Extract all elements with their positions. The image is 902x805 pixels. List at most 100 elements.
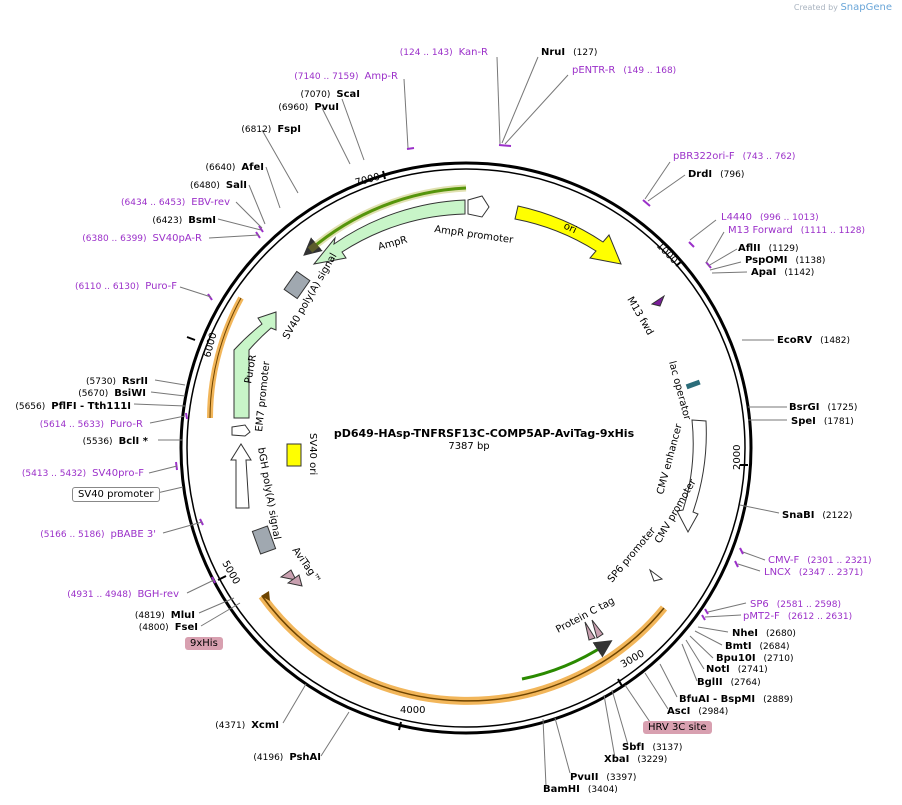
map-label-scai: ScaI(7070) — [300, 89, 360, 100]
map-label-position: (2984) — [698, 707, 728, 717]
label-ampr-promoter: AmpR promoter — [434, 224, 515, 246]
map-label-position: (2612 .. 2631) — [788, 612, 852, 622]
map-label-position: (3397) — [606, 773, 636, 783]
map-label-position: (1138) — [795, 256, 825, 266]
map-label-name: Bpu10I — [716, 653, 756, 664]
map-label-name: BGH-rev — [137, 589, 179, 600]
map-label-name: pBR322ori-F — [673, 151, 735, 162]
map-label-position: (796) — [720, 170, 744, 180]
map-label-position: (2684) — [760, 642, 790, 652]
label-sv40-polya: SV40 poly(A) signal — [281, 251, 339, 341]
map-label-sv40par: SV40pA-R(6380 .. 6399) — [82, 233, 202, 244]
map-label-position: (124 .. 143) — [400, 48, 453, 58]
map-label-position: (2301 .. 2321) — [807, 556, 871, 566]
plasmid-name: pD649-HAsp-TNFRSF13C-COMP5AP-AviTag-9xHi… — [334, 427, 635, 440]
tick-4000: 4000 — [400, 705, 425, 716]
label-m13fwd: M13 fwd — [624, 295, 655, 337]
map-label-mlui: MluI(4819) — [135, 610, 195, 621]
map-label-name: SbfI — [622, 742, 644, 753]
map-label-name: XbaI — [604, 754, 629, 765]
map-label-bcli: BclI *(5536) — [83, 436, 149, 447]
map-label-name: DrdI — [688, 169, 712, 180]
map-label-position: (743 .. 762) — [743, 152, 796, 162]
map-label-position: (5614 .. 5633) — [40, 420, 104, 430]
map-label-name: M13 Forward — [728, 225, 793, 236]
map-label-bfuai: BfuAI - BspMI (2889) — [679, 694, 793, 705]
map-label-fspi: FspI (6812) — [241, 124, 301, 135]
map-label-position: (2347 .. 2371) — [799, 568, 863, 578]
map-label-sali: SalI(6480) — [190, 180, 247, 191]
map-label-nrui: NruI(127) — [541, 47, 597, 58]
map-label-name: pENTR-R — [572, 65, 615, 76]
protein-c-tag — [584, 619, 604, 641]
map-label-position: (2741) — [738, 665, 768, 675]
map-label-ebvrev: EBV-rev(6434 .. 6453) — [121, 197, 230, 208]
map-label-position: (3229) — [637, 755, 667, 765]
map-label-position: (2889) — [763, 695, 793, 705]
map-label-ecorv: EcoRV (1482) — [777, 335, 850, 346]
map-label-sp6: SP6(2581 .. 2598) — [750, 599, 841, 610]
map-label-position: (6380 .. 6399) — [82, 234, 146, 244]
map-label-bamhi: BamHI(3404) — [543, 784, 618, 795]
map-label-kan-r: Kan-R(124 .. 143) — [400, 47, 488, 58]
label-protein-c: Protein C tag — [554, 596, 616, 636]
em7-arrow — [231, 424, 251, 437]
map-label-l4440: L4440(996 .. 1013) — [721, 212, 819, 223]
map-label-bsmi: BsmI(6423) — [152, 215, 216, 226]
map-label-xcmi: XcmI (4371) — [215, 720, 279, 731]
map-label-name: EcoRV — [777, 335, 812, 346]
map-label-name: PspOMI — [745, 255, 787, 266]
map-label-name: EBV-rev — [191, 197, 230, 208]
map-label-name: SnaBI — [782, 510, 814, 521]
map-label-name: BamHI — [543, 784, 580, 795]
map-label-bghrev: BGH-rev(4931 .. 4948) — [67, 589, 179, 600]
tick-5000: 5000 — [219, 559, 241, 587]
map-label-name: BfuAI - BspMI — [679, 694, 755, 705]
his-tag-badge: 9xHis — [185, 637, 223, 650]
map-label-bmti: BmtI(2684) — [725, 641, 789, 652]
cmv-arrow — [676, 419, 707, 534]
map-label-name: FspI — [277, 124, 301, 135]
map-label-position: (4371) — [215, 721, 245, 731]
map-label-name: PvuII — [570, 772, 598, 783]
map-label-bsrgi: BsrGI (1725) — [789, 402, 857, 413]
map-label-name: Puro-R — [110, 419, 143, 430]
map-label-name: XcmI — [251, 720, 279, 731]
map-label-position: (1725) — [827, 403, 857, 413]
map-label-name: LNCX — [764, 567, 791, 578]
map-label-position: (6812) — [241, 125, 271, 135]
map-label-name: NheI — [732, 628, 758, 639]
ampr-highlight — [303, 186, 467, 256]
map-label-aflii: AflII(1129) — [738, 243, 799, 254]
map-label-position: (2581 .. 2598) — [777, 600, 841, 610]
map-label-name: NruI — [541, 47, 565, 58]
map-label-position: (4819) — [135, 611, 165, 621]
map-label-name: SpeI — [791, 416, 816, 427]
map-label-name: BsrGI — [789, 402, 819, 413]
tick-2000: 2000 — [732, 445, 743, 470]
map-label-position: (1781) — [824, 417, 854, 427]
map-label-position: (6480) — [190, 181, 220, 191]
map-label-position: (1111 .. 1128) — [801, 226, 865, 236]
map-label-snabi: SnaBI(2122) — [782, 510, 852, 521]
tick-1000: 1000 — [654, 240, 680, 266]
map-label-name: NotI — [706, 664, 730, 675]
map-label-position: (5413 .. 5432) — [22, 469, 86, 479]
sv40-promoter-badge: SV40 promoter — [72, 487, 160, 502]
map-label-name: FseI — [175, 622, 198, 633]
map-label-lncx: LNCX (2347 .. 2371) — [764, 567, 863, 578]
map-label-name: RsrII — [122, 376, 148, 387]
plasmid-size: 7387 bp — [448, 441, 489, 452]
map-label-position: (996 .. 1013) — [760, 213, 819, 223]
snapgene-logo: SnapGene — [840, 2, 892, 13]
map-label-position: (3137) — [652, 743, 682, 753]
map-label-ampr-primer: Amp-R(7140 .. 7159) — [294, 71, 398, 82]
leader-lines — [133, 56, 787, 787]
map-label-position: (1482) — [820, 336, 850, 346]
map-label-pshai: PshAI(4196) — [253, 752, 321, 763]
label-em7: EM7 promoter — [254, 360, 272, 433]
map-label-msei: FseI(4800) — [139, 622, 198, 633]
puror-arrow — [233, 311, 277, 419]
sv40-polya-box — [283, 270, 311, 300]
label-ampr: AmpR — [377, 235, 409, 253]
